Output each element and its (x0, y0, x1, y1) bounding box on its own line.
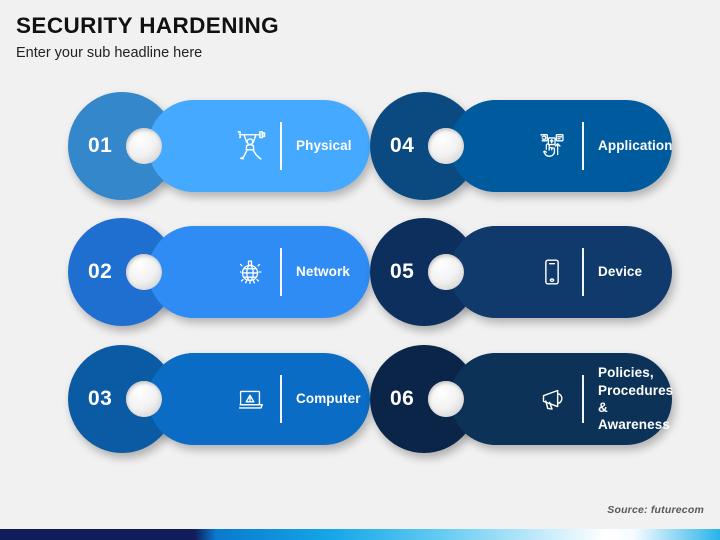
item-number: 06 (390, 387, 415, 410)
item-divider (582, 248, 584, 296)
item-divider (582, 122, 584, 170)
item-label: Device (598, 264, 643, 280)
list-item[interactable]: Network 02 (68, 218, 370, 326)
item-label: Physical (296, 138, 352, 154)
item-divider (280, 375, 282, 423)
laptop-warning-icon (232, 380, 268, 418)
item-number: 05 (390, 260, 415, 283)
page-subtitle: Enter your sub headline here (16, 44, 203, 61)
item-number: 02 (88, 260, 113, 283)
pill-left-cap (126, 100, 240, 192)
page-title: SECURITY HARDENING (16, 13, 280, 38)
list-item[interactable]: Physical 01 (68, 92, 370, 200)
item-divider (582, 375, 584, 423)
list-item[interactable]: Policies, Procedures & Awareness 06 (370, 345, 674, 453)
item-number: 01 (88, 134, 113, 157)
item-label: Computer (296, 391, 361, 407)
item-label: Policies, Procedures & Awareness (598, 365, 674, 433)
item-number: 03 (88, 387, 113, 410)
source-credit: Source: futurecom (607, 504, 704, 516)
pill-left-cap (428, 226, 542, 318)
item-label: Network (296, 264, 350, 280)
item-divider (280, 122, 282, 170)
smartphone-icon (534, 253, 570, 291)
item-divider (280, 248, 282, 296)
list-item[interactable]: Computer 03 (68, 345, 370, 453)
list-item[interactable]: Application 04 (370, 92, 673, 200)
network-globe-icon (232, 253, 268, 291)
list-item[interactable]: Device 05 (370, 218, 672, 326)
bottom-gradient-bar (0, 529, 720, 540)
item-number: 04 (390, 134, 415, 157)
item-label: Application (598, 138, 673, 154)
pill-left-cap (126, 353, 240, 445)
pill-left-cap (126, 226, 240, 318)
app-tap-icon (534, 127, 570, 165)
pill-left-cap (428, 100, 542, 192)
hardening-items-grid: Physical 01 (0, 88, 720, 468)
slide-header: SECURITY HARDENING Enter your sub headli… (16, 13, 676, 62)
pill-left-cap (428, 353, 542, 445)
